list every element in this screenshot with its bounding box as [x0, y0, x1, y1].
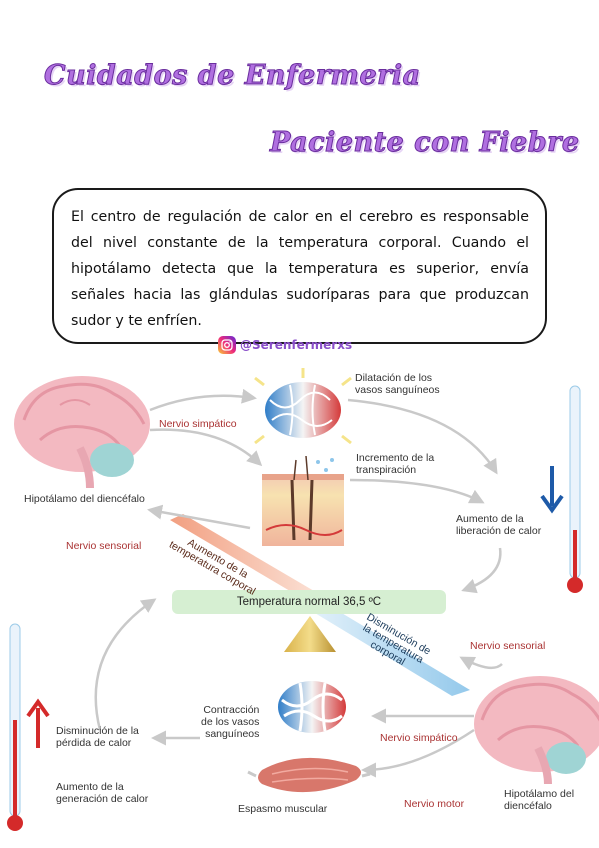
- arrow-down-icon: [540, 466, 564, 514]
- label-heat-release: Aumento de la liberación de calor: [456, 513, 541, 537]
- decrease-band: [300, 600, 470, 696]
- label-heat-loss-line-1: Disminución de la: [56, 725, 139, 737]
- label-heat-gen-line-1: Aumento de la: [56, 781, 124, 793]
- label-perspiration-line-1: Incremento de la: [356, 452, 435, 464]
- label-hypothalamus-bottom-line-1: Hipotálamo del: [504, 788, 575, 800]
- skin-illustration: [262, 455, 344, 546]
- label-sympathetic-top: Nervio simpático: [159, 418, 237, 430]
- normal-temperature-bar: Temperatura normal 36,5 ºC: [172, 590, 446, 614]
- flow-arrows: [94, 388, 503, 778]
- label-vasodilation-line-2: vasos sanguíneos: [355, 384, 440, 396]
- instagram-handle: @Serenfermerxs: [218, 336, 352, 354]
- handle-text: @Serenfermerxs: [240, 338, 353, 352]
- thermometer-right-icon: [567, 385, 583, 593]
- intro-text: El centro de regulación de calor en el c…: [71, 209, 529, 329]
- label-spasm: Espasmo muscular: [238, 803, 328, 815]
- label-perspiration: Incremento de la transpiración: [356, 452, 434, 476]
- label-vasodilation: Dilatación de los vasos sanguíneos: [355, 372, 440, 396]
- brain-top-illustration: [14, 376, 150, 489]
- label-heat-gen: Aumento de la generación de calor: [56, 781, 148, 805]
- label-perspiration-line-2: transpiración: [356, 464, 417, 476]
- label-sensory-top: Nervio sensorial: [66, 540, 142, 552]
- label-hypothalamus-bottom-line-2: diencéfalo: [504, 800, 552, 812]
- muscle-illustration: [247, 757, 371, 793]
- label-hypothalamus-bottom: Hipotálamo del diencéfalo: [504, 788, 574, 812]
- thermometer-left-icon: [7, 623, 23, 831]
- label-heat-gen-line-2: generación de calor: [56, 793, 149, 805]
- label-vasoconstriction-line-3: sanguíneos: [205, 728, 260, 740]
- label-motor: Nervio motor: [404, 798, 465, 810]
- brain-bottom-illustration: [474, 676, 599, 785]
- label-sensory-bottom: Nervio sensorial: [470, 640, 546, 652]
- label-vasoconstriction-line-1: Contracción: [203, 704, 260, 716]
- label-heat-release-line-1: Aumento de la: [456, 513, 524, 525]
- title-line-2: Paciente con Fiebre: [270, 127, 580, 159]
- label-vasodilation-line-1: Dilatación de los: [355, 372, 433, 384]
- label-vasoconstriction: Contracción de los vasos sanguíneos: [201, 704, 259, 740]
- label-hypothalamus-top: Hipotálamo del diencéfalo: [24, 493, 145, 505]
- dilated-vessels-illustration: [254, 368, 352, 445]
- instagram-icon: [218, 336, 236, 354]
- fulcrum-cone: [284, 616, 336, 652]
- increase-band: [170, 514, 326, 604]
- label-heat-release-line-2: liberación de calor: [456, 525, 542, 537]
- arrow-up-icon: [26, 698, 50, 748]
- label-heat-loss: Disminución de la pérdida de calor: [56, 725, 139, 749]
- label-sympathetic-bottom: Nervio simpático: [380, 732, 458, 744]
- title-line-1: Cuidados de Enfermeria: [44, 60, 421, 92]
- intro-box: El centro de regulación de calor en el c…: [52, 188, 547, 344]
- constricted-vessels-illustration: [278, 681, 346, 733]
- label-heat-loss-line-2: pérdida de calor: [56, 737, 132, 749]
- label-vasoconstriction-line-2: de los vasos: [201, 716, 260, 728]
